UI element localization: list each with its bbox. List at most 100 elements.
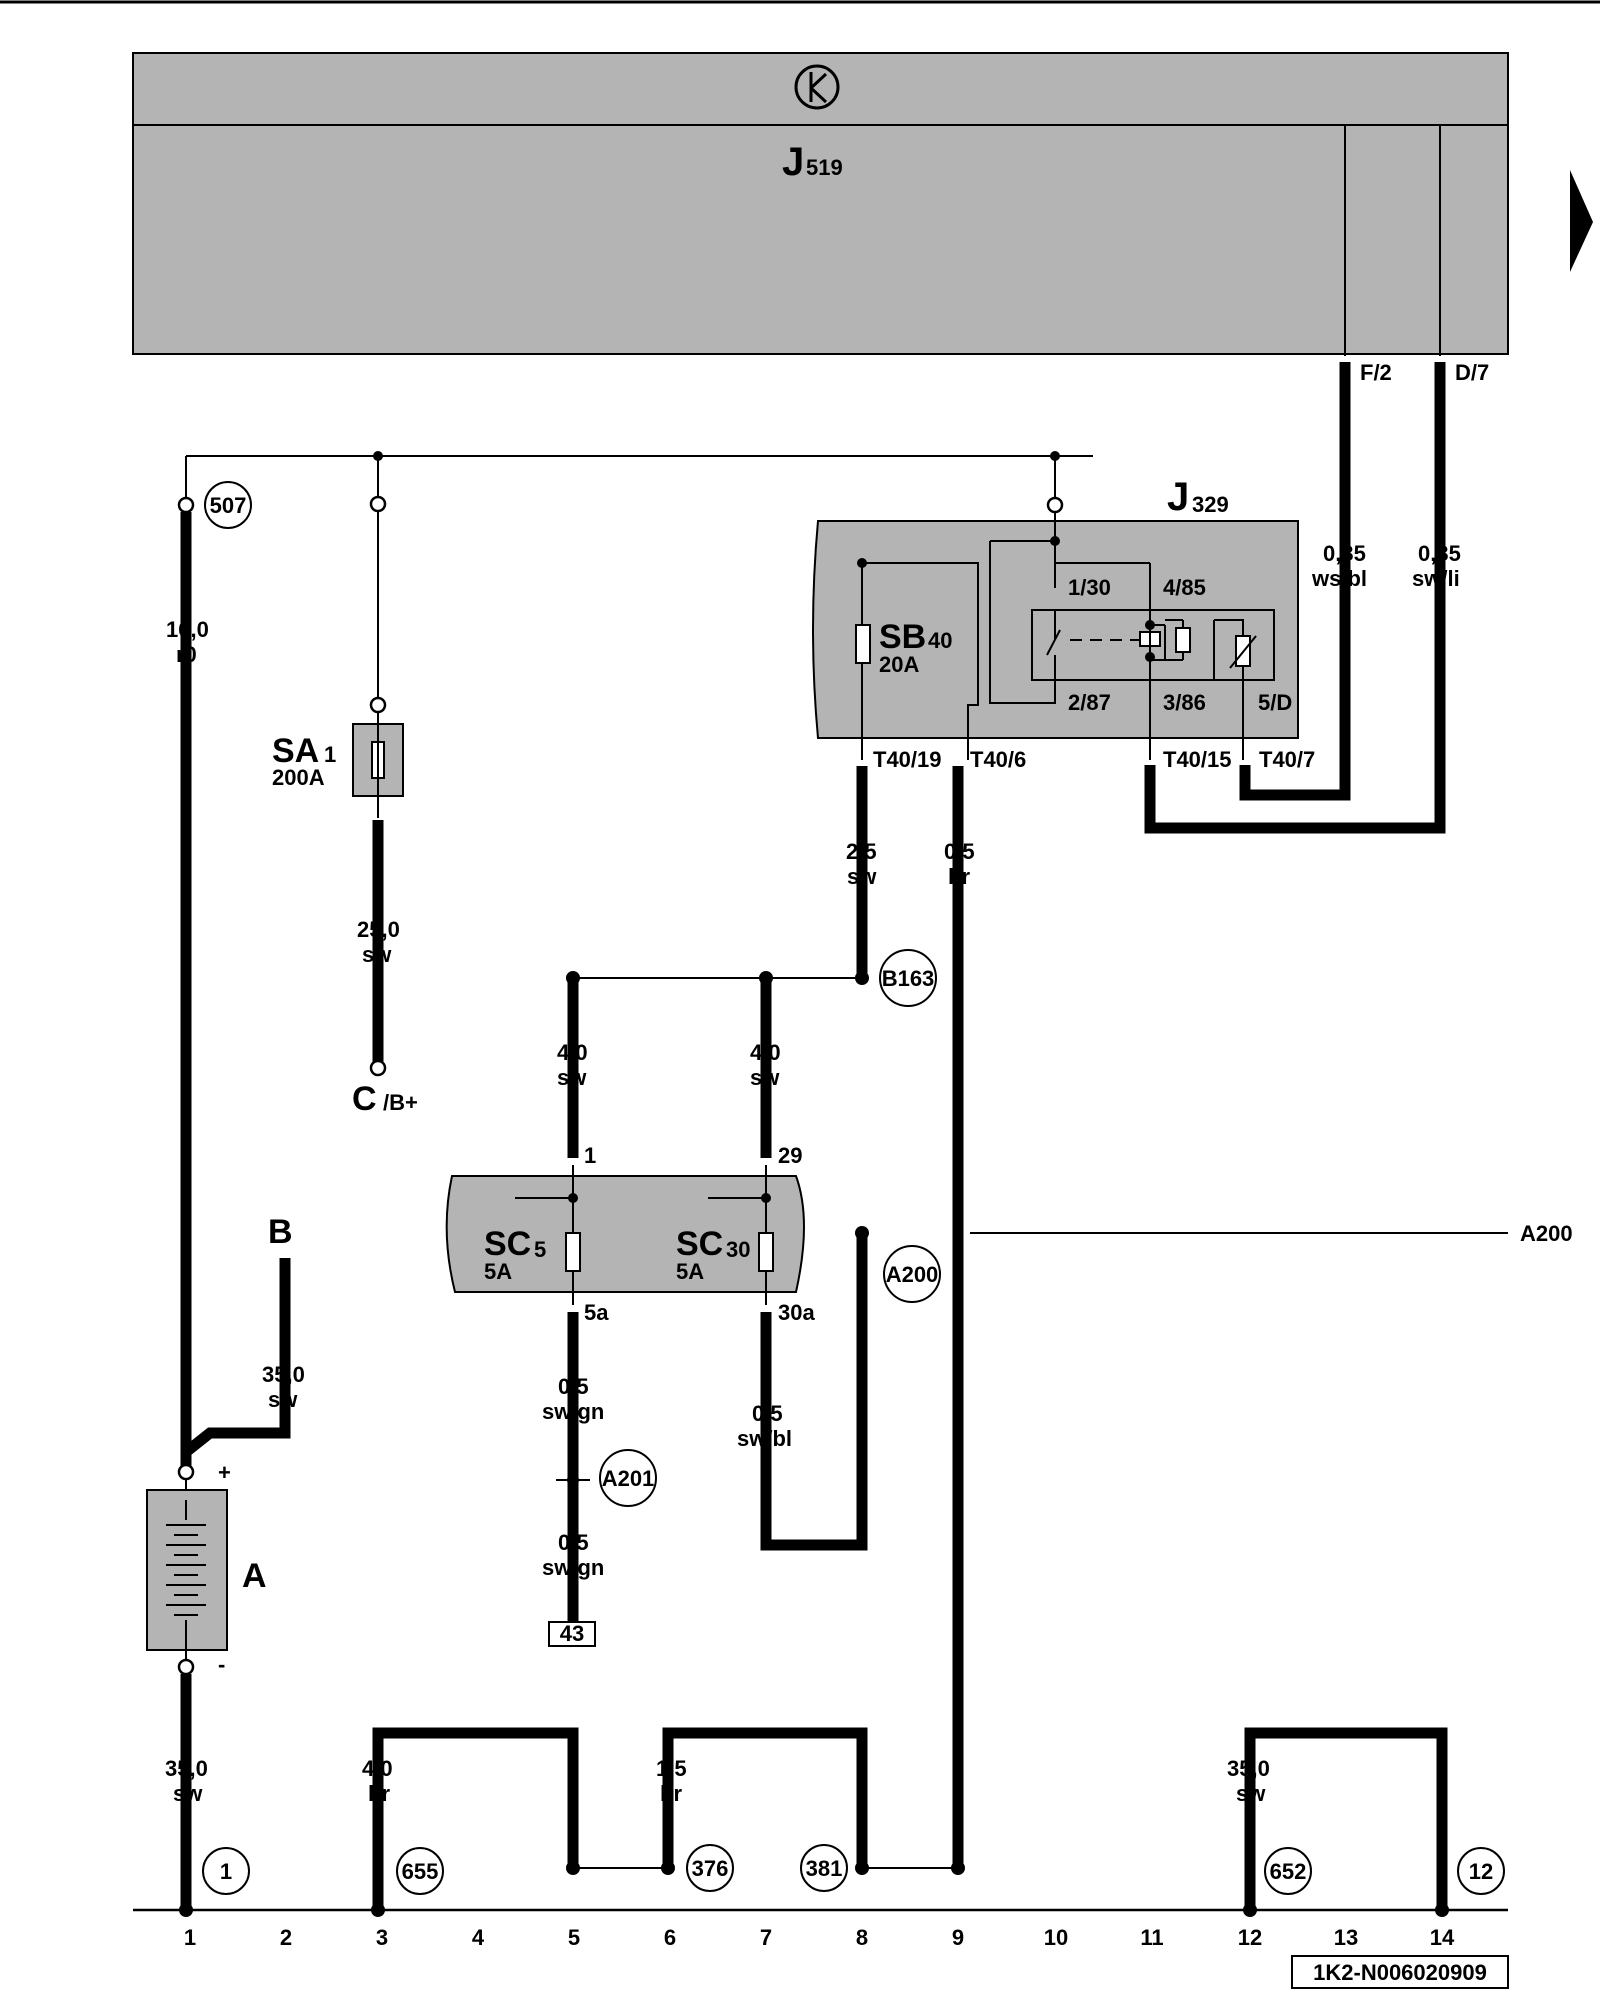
pin-1-30: 1/30: [1068, 575, 1111, 600]
wire-d7-size: 0,35: [1418, 541, 1461, 566]
wire-d7-color: sw/li: [1412, 566, 1460, 591]
sc5-label: SC: [484, 1225, 531, 1263]
svg-text:652: 652: [1270, 1859, 1307, 1884]
wire-sc1-size: 4,0: [557, 1040, 588, 1065]
wire-g12-size: 35,0: [1227, 1756, 1270, 1781]
wire-sa-color: sw: [362, 942, 392, 967]
fuse-sa1: SA 1 200A: [272, 712, 404, 818]
wire-g12-color: sw: [1236, 1781, 1266, 1806]
svg-text:507: 507: [210, 493, 247, 518]
sc30-rating: 5A: [676, 1259, 704, 1284]
sc30-label: SC: [676, 1225, 723, 1263]
wire-t406-size: 0,5: [944, 839, 975, 864]
control-unit-j519: J 519: [132, 52, 1509, 355]
pin-t40-7: T40/7: [1259, 747, 1315, 772]
battery-plus: +: [218, 1460, 231, 1485]
battery-label: A: [242, 1557, 267, 1595]
svg-text:43: 43: [560, 1621, 584, 1646]
relay-box-j329: J 329 SB 40 20A: [812, 456, 1299, 760]
wire-g3-size: 4,0: [362, 1756, 393, 1781]
diagram-id-box: [1291, 1955, 1509, 1989]
svg-text:3: 3: [376, 1925, 388, 1950]
terminal-b: B: [268, 1213, 293, 1251]
pin-f2: F/2: [1360, 360, 1392, 385]
j329-sub: 329: [1192, 492, 1229, 517]
svg-text:A201: A201: [602, 1466, 655, 1491]
terminal-c-sub: /B+: [383, 1090, 418, 1115]
svg-text:2: 2: [280, 1925, 292, 1950]
wire-t406-color: br: [948, 864, 970, 889]
sc5-rating: 5A: [484, 1259, 512, 1284]
wire-5a2-color: sw/gn: [542, 1555, 604, 1580]
sc-pin-5a: 5a: [584, 1300, 609, 1325]
svg-text:655: 655: [402, 1859, 439, 1884]
svg-text:10: 10: [1044, 1925, 1068, 1950]
pin-5-d: 5/D: [1258, 690, 1292, 715]
svg-text:1: 1: [220, 1859, 232, 1884]
wire-sc1-color: sw: [557, 1065, 587, 1090]
pin-t40-6: T40/6: [970, 747, 1026, 772]
svg-text:14: 14: [1430, 1925, 1455, 1950]
pin-t40-19: T40/19: [873, 747, 942, 772]
pin-2-87: 2/87: [1068, 690, 1111, 715]
pin-3-86: 3/86: [1163, 690, 1206, 715]
svg-text:11: 11: [1140, 1925, 1163, 1950]
svg-text:13: 13: [1334, 1925, 1358, 1950]
connector-507: [204, 481, 252, 529]
wire-t4019-color: sw: [847, 864, 877, 889]
column-ruler: 1 2 3 4 5 6 7 8 9 10 11 12 13 14: [184, 1925, 1455, 1950]
wire-f2-size: 0,35: [1323, 541, 1366, 566]
wire-30a-color: sw/bl: [737, 1426, 792, 1451]
wire-5a2-size: 0,5: [558, 1530, 589, 1555]
sc30-sub: 30: [726, 1237, 750, 1262]
svg-text:5: 5: [568, 1925, 580, 1950]
wire-t4019-size: 2,5: [846, 839, 877, 864]
diagram-id: 1K2-N006020909: [1313, 1960, 1487, 1985]
wire-5a-size: 0,5: [558, 1374, 589, 1399]
sb40-label: SB: [879, 618, 926, 656]
wire-30a-size: 0,5: [752, 1401, 783, 1426]
sc5-sub: 5: [534, 1237, 546, 1262]
connector-376: [686, 1844, 734, 1892]
pin-d7: D/7: [1455, 360, 1489, 385]
svg-text:381: 381: [806, 1856, 843, 1881]
wire-bat-size: 35,0: [165, 1756, 208, 1781]
wire-bat-color: sw: [173, 1781, 203, 1806]
j519-label: J: [782, 140, 804, 184]
next-page-arrow-icon[interactable]: [1570, 170, 1593, 272]
reference-box-43: [548, 1621, 596, 1647]
connector-655: [396, 1847, 444, 1895]
a200-line-label: A200: [1520, 1221, 1573, 1246]
fuse-box-sc: SC 5 5A SC 30 5A: [445, 1165, 805, 1305]
svg-text:1: 1: [184, 1925, 196, 1950]
wire-b-size: 35,0: [262, 1362, 305, 1387]
battery-minus: -: [218, 1652, 225, 1677]
svg-text:6: 6: [664, 1925, 676, 1950]
svg-text:4: 4: [472, 1925, 485, 1950]
sb40-rating: 20A: [879, 652, 919, 677]
pin-4-85: 4/85: [1163, 575, 1206, 600]
svg-text:8: 8: [856, 1925, 868, 1950]
wire-b-color: sw: [268, 1387, 298, 1412]
wire-g3-color: br: [368, 1781, 390, 1806]
svg-text:12: 12: [1469, 1859, 1493, 1884]
connector-b163: [879, 949, 937, 1007]
wire-f2-color: ws/bl: [1311, 566, 1367, 591]
connector-12: [1457, 1847, 1505, 1895]
svg-text:B163: B163: [882, 966, 935, 991]
svg-text:9: 9: [952, 1925, 964, 1950]
sc-pin-29: 29: [778, 1143, 802, 1168]
electronics-symbol-icon: [794, 64, 840, 110]
wire-sc29-color: sw: [750, 1065, 780, 1090]
connector-a200: [883, 1245, 941, 1303]
pin-t40-15: T40/15: [1163, 747, 1232, 772]
sb40-sub: 40: [928, 628, 952, 653]
wire-g6-color: br: [660, 1781, 682, 1806]
connector-381: [800, 1844, 848, 1892]
sa1-sub: 1: [324, 742, 336, 767]
wire-sc29-size: 4,0: [750, 1040, 781, 1065]
svg-text:A200: A200: [886, 1262, 939, 1287]
connector-652: [1264, 1847, 1312, 1895]
j519-sub: 519: [806, 155, 843, 180]
